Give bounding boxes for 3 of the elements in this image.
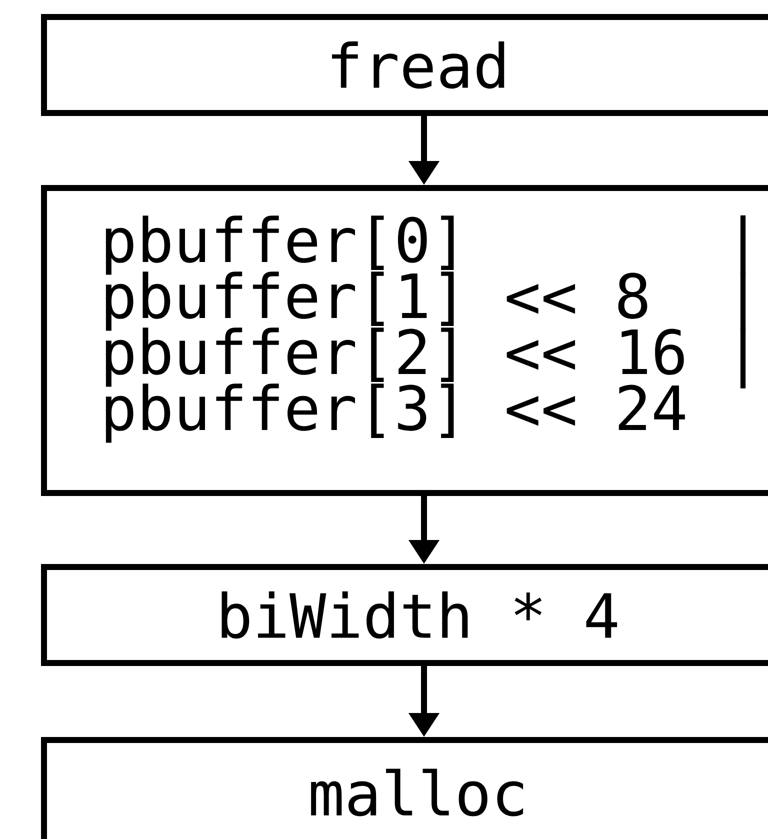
process-box: fread — [41, 14, 768, 116]
process-box: biWidth * 4 — [41, 564, 768, 666]
process-box: malloc — [41, 737, 768, 839]
